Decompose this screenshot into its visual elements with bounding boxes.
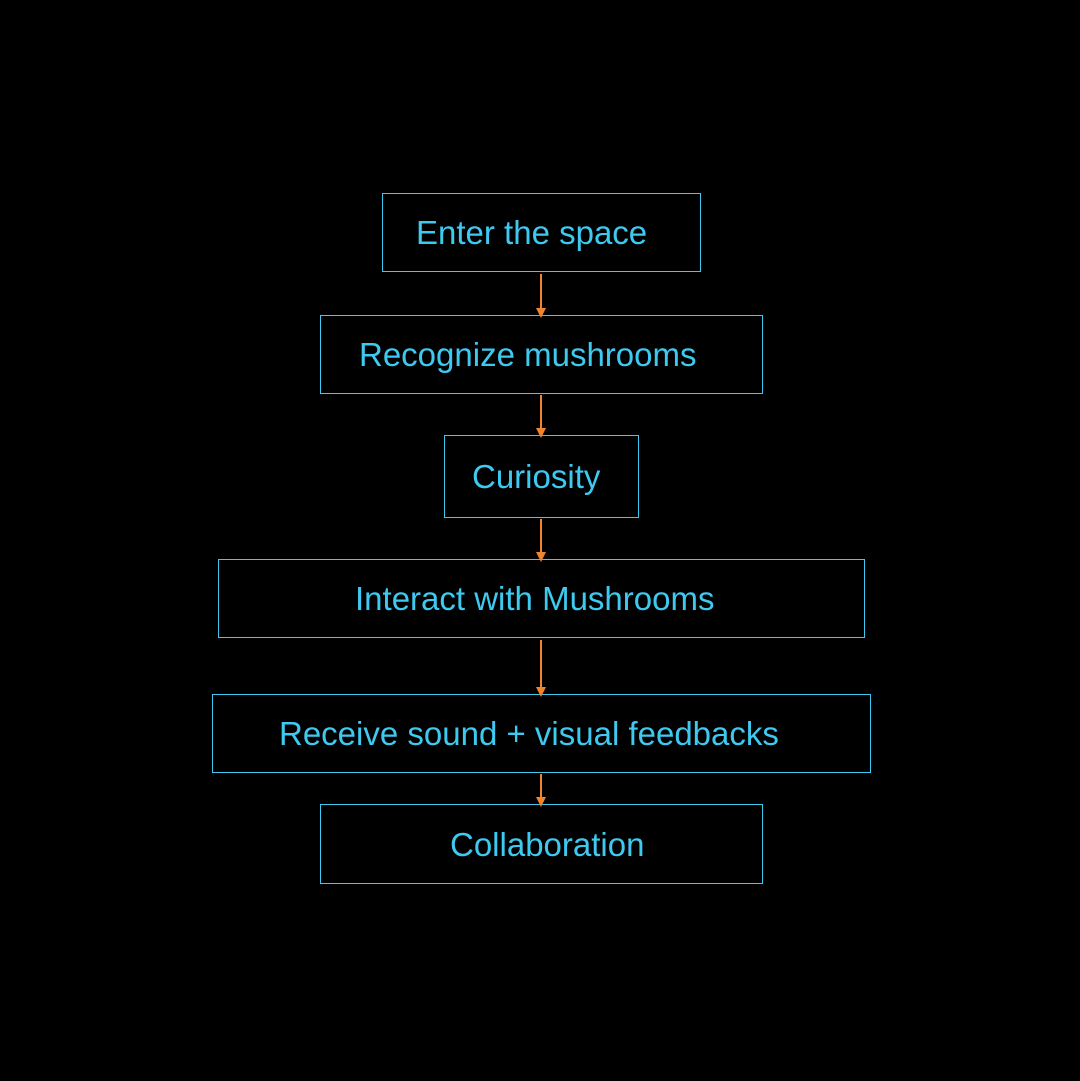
step-label: Recognize mushrooms [359, 336, 697, 373]
step-label: Curiosity [472, 458, 601, 495]
step-label: Enter the space [416, 214, 648, 251]
step-label: Collaboration [450, 825, 645, 863]
step-enter-the-space: Enter the space [382, 193, 701, 272]
step-label: Interact with Mushrooms [355, 580, 715, 617]
step-label: Receive sound + visual feedbacks [279, 715, 779, 752]
